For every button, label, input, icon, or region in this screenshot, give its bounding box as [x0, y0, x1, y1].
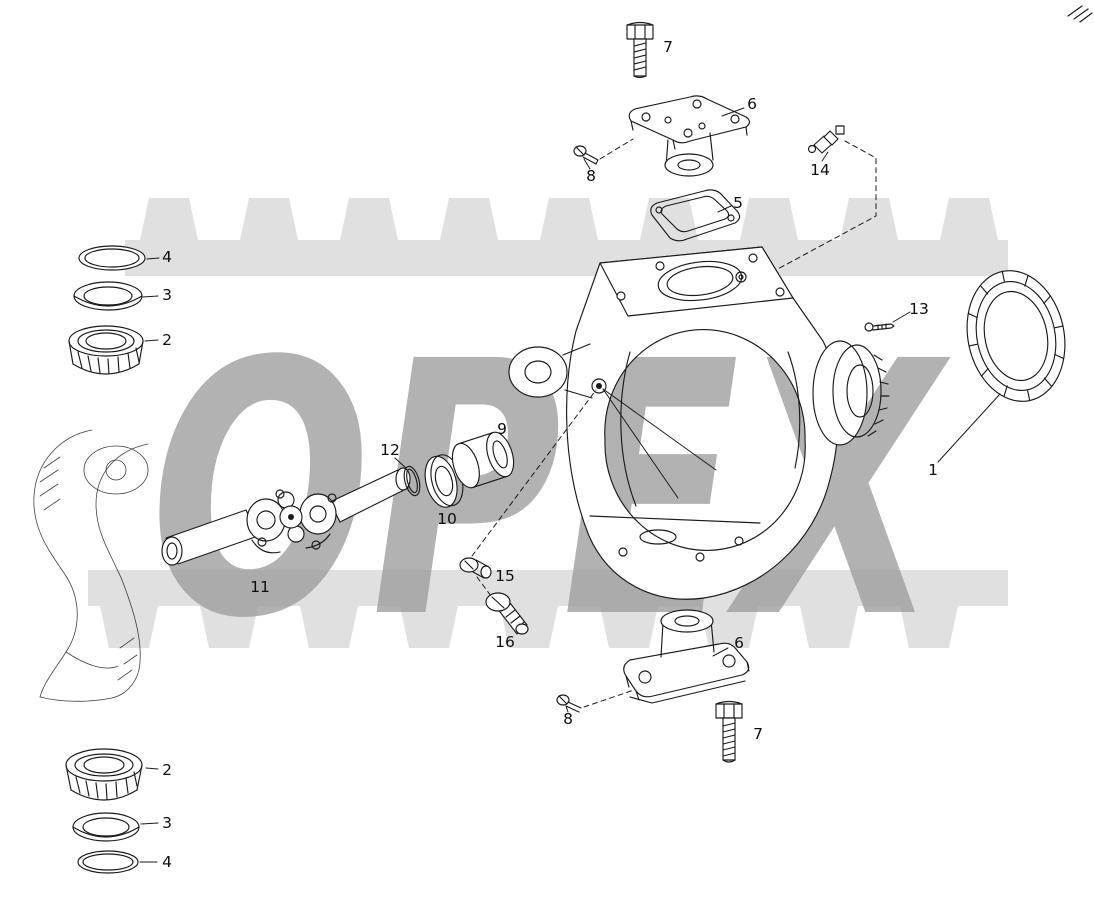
corner-hatch	[1067, 5, 1093, 23]
part-gasket-5	[650, 189, 741, 242]
part-fitting-14	[749, 125, 877, 285]
part-seal-10	[424, 454, 464, 508]
part-screw-8-top	[573, 138, 634, 170]
watermark-gear	[88, 198, 1008, 648]
part-bushing-9	[451, 431, 515, 489]
leader-1	[937, 393, 1001, 463]
part-seal-3-bottom	[72, 812, 159, 842]
part-bolt-7-bottom	[715, 700, 743, 763]
part-seal-ring-right	[966, 270, 1066, 402]
part-bearing-2-bottom	[65, 748, 159, 801]
part-screw-13	[864, 311, 911, 332]
part-housing-1	[508, 246, 890, 600]
part-ring-4-bottom	[77, 850, 158, 874]
part-bearing-2-top	[68, 325, 159, 375]
part-oring-12	[403, 465, 421, 497]
part-ring-4-top	[78, 245, 160, 271]
part-seal-3-top	[73, 281, 159, 311]
leader-12	[394, 457, 407, 469]
part-ujoint-11	[161, 467, 411, 566]
part-plug-15	[459, 389, 597, 597]
part-screw-8-bottom	[556, 689, 635, 713]
part-bolt-7-top	[626, 21, 654, 79]
part-cover-6-top	[628, 95, 751, 177]
part-plug-16	[485, 592, 529, 635]
part-flange-6-bottom	[623, 609, 750, 704]
axle-housing-sketch	[33, 429, 149, 702]
